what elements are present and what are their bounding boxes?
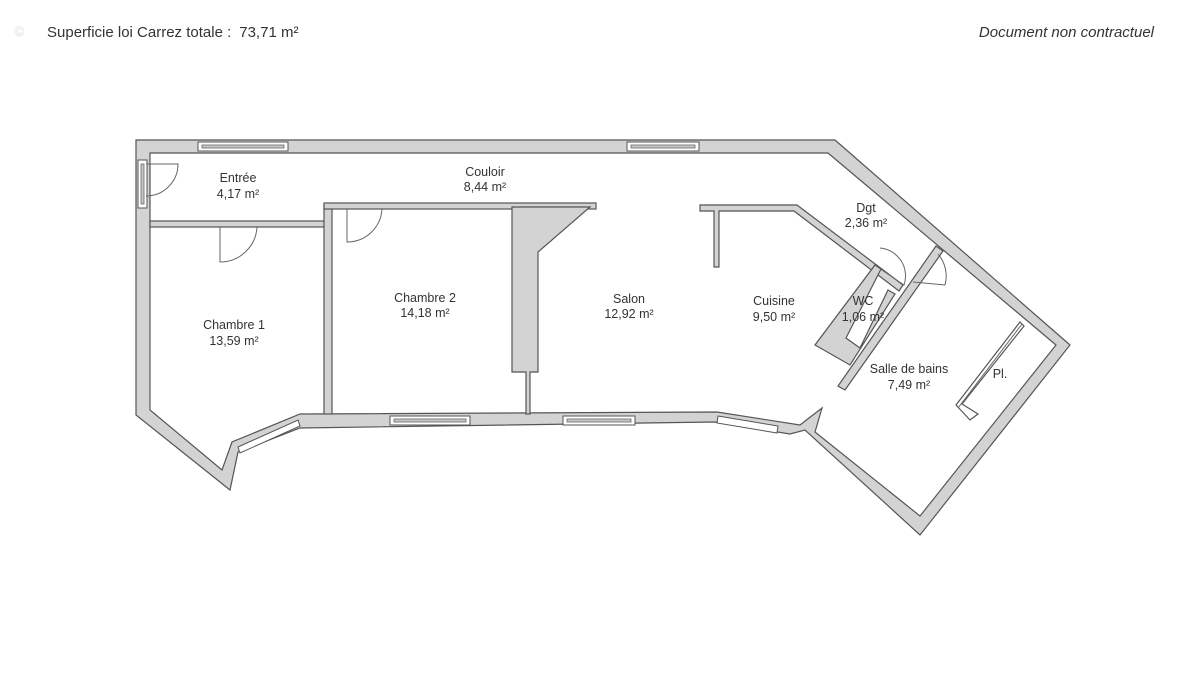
room-chambre-1: Chambre 1 13,59 m² bbox=[203, 318, 265, 348]
outer-wall bbox=[135, 139, 1071, 536]
svg-text:Chambre 1: Chambre 1 bbox=[203, 318, 265, 332]
pillar bbox=[511, 206, 592, 415]
room-placard: Pl. bbox=[993, 367, 1008, 381]
room-entree: Entrée 4,17 m² bbox=[217, 171, 259, 201]
svg-text:13,59 m²: 13,59 m² bbox=[209, 334, 258, 348]
svg-text:Cuisine: Cuisine bbox=[753, 294, 795, 308]
disclaimer: Document non contractuel bbox=[978, 24, 1154, 41]
svg-text:12,92 m²: 12,92 m² bbox=[604, 307, 653, 321]
wall-chambre1-chambre2 bbox=[323, 204, 333, 415]
svg-text:8,44 m²: 8,44 m² bbox=[464, 180, 506, 194]
wall-entree-chambre1 bbox=[149, 220, 329, 228]
svg-text:1,06 m²: 1,06 m² bbox=[842, 310, 884, 324]
room-cuisine: Cuisine 9,50 m² bbox=[753, 294, 795, 324]
placard-line bbox=[957, 323, 1023, 409]
wall-cuisine bbox=[699, 204, 904, 292]
total-area: Superficie loi Carrez totale : 73,71 m² bbox=[47, 24, 298, 41]
wall-couloir-chambre2 bbox=[323, 202, 597, 210]
wall-wc bbox=[814, 264, 896, 366]
svg-text:WC: WC bbox=[853, 294, 874, 308]
svg-text:Chambre 2: Chambre 2 bbox=[394, 291, 456, 305]
svg-text:9,50 m²: 9,50 m² bbox=[753, 310, 795, 324]
placard bbox=[955, 321, 1025, 421]
total-area-label: Superficie loi Carrez totale : bbox=[47, 24, 232, 41]
svg-text:Salon: Salon bbox=[613, 292, 645, 306]
windows bbox=[137, 141, 779, 454]
svg-text:Pl.: Pl. bbox=[993, 367, 1008, 381]
room-wc: WC 1,06 m² bbox=[842, 294, 884, 324]
room-salle-de-bains: Salle de bains 7,49 m² bbox=[870, 362, 949, 392]
svg-text:2,36 m²: 2,36 m² bbox=[845, 216, 887, 230]
svg-text:Salle de bains: Salle de bains bbox=[870, 362, 949, 376]
svg-text:14,18 m²: 14,18 m² bbox=[400, 306, 449, 320]
svg-text:Entrée: Entrée bbox=[220, 171, 257, 185]
svg-text:Dgt: Dgt bbox=[856, 201, 876, 215]
doors bbox=[145, 163, 947, 286]
total-area-value: 73,71 m² bbox=[239, 24, 299, 41]
room-chambre-2: Chambre 214,18 m² bbox=[394, 291, 456, 320]
svg-text:Couloir: Couloir bbox=[465, 165, 505, 179]
svg-text:7,49 m²: 7,49 m² bbox=[888, 378, 930, 392]
watermark: © bbox=[14, 23, 25, 39]
svg-text:4,17 m²: 4,17 m² bbox=[217, 187, 259, 201]
